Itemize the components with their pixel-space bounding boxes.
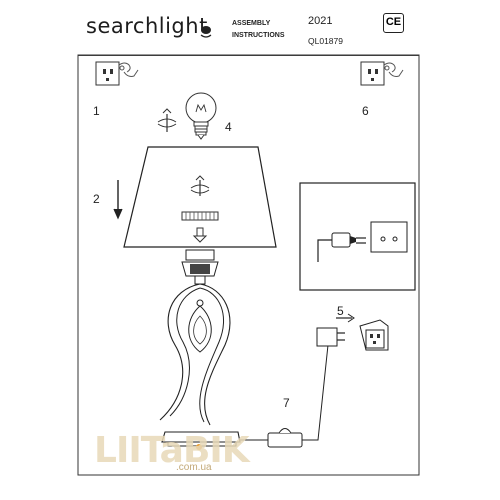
watermark-domain: .com.ua <box>176 462 212 473</box>
document-title: ASSEMBLY INSTRUCTIONS <box>232 18 285 42</box>
ring-nut <box>181 211 219 221</box>
uk-plug-icon <box>316 327 345 347</box>
step-number-6: 6 <box>362 104 369 118</box>
step-number-4: 4 <box>225 120 232 134</box>
rotate-icon <box>157 108 177 132</box>
brand-logo-text: searchlight <box>86 14 208 38</box>
socket-on-icon <box>360 61 404 86</box>
eu-socket-icon <box>370 221 408 253</box>
watermark-logo: LIITaBIK <box>94 430 250 471</box>
uk-socket-icon <box>359 319 389 351</box>
ce-mark: CE <box>383 13 404 33</box>
arrow-down-icon <box>192 227 208 243</box>
title-line-1: ASSEMBLY <box>232 20 271 27</box>
lamp-shade <box>123 146 277 248</box>
step-number-2: 2 <box>93 192 100 206</box>
lamp-holder <box>181 249 219 285</box>
power-cable <box>240 344 329 441</box>
brand-bulb-logo <box>200 26 212 38</box>
arrow-down-icon <box>113 180 123 220</box>
arrow-right-icon <box>336 313 355 323</box>
title-line-2: INSTRUCTIONS <box>232 32 285 39</box>
document-year: 2021 <box>308 15 333 27</box>
product-code: QL01879 <box>308 36 343 46</box>
step-number-5: 5 <box>337 304 344 318</box>
eu-plug-icon <box>317 232 366 262</box>
rotate-icon <box>190 175 210 196</box>
socket-off-icon <box>95 61 139 86</box>
lamp-body <box>159 283 241 450</box>
step-number-1: 1 <box>93 104 100 118</box>
bulb-icon <box>185 92 217 140</box>
page-frame <box>77 54 420 476</box>
inline-switch-icon <box>267 428 303 448</box>
step-number-7: 7 <box>283 396 290 410</box>
